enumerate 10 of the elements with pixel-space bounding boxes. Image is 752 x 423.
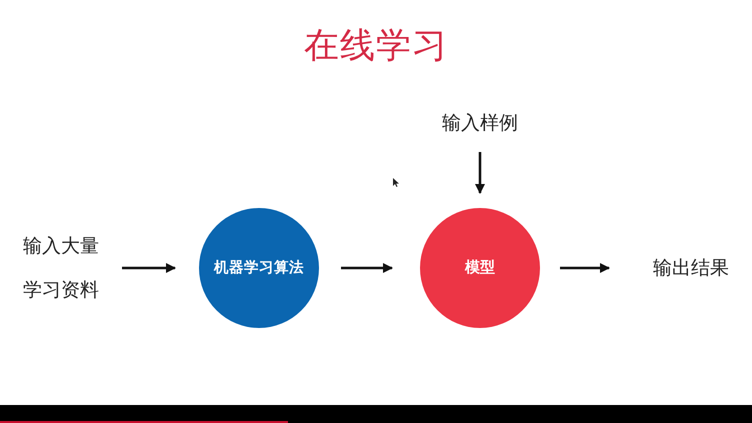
diagram-title: 在线学习 (304, 26, 448, 66)
node-label: 机器学习算法 (214, 258, 304, 278)
arrow (560, 263, 610, 273)
flow-text: 输入样例 (438, 110, 522, 136)
node-label: 模型 (465, 258, 495, 278)
flow-text: 输入大量学习资料 (20, 224, 104, 312)
arrow (475, 152, 485, 194)
arrow (341, 263, 393, 273)
flow-text: 输出结果 (649, 255, 733, 281)
arrow (122, 263, 176, 273)
